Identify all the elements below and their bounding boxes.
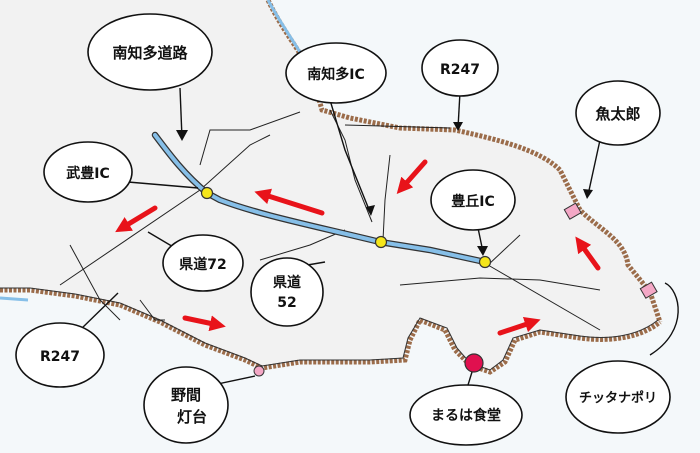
noma-lighthouse-marker[interactable] bbox=[253, 365, 265, 377]
bubble-minami-chita-ic: 南知多IC bbox=[285, 42, 387, 104]
uotaro-marker[interactable] bbox=[563, 202, 582, 220]
bubble-noma-lighthouse: 野間 灯台 bbox=[143, 366, 229, 444]
label-minami-chita-ic: 南知多IC bbox=[307, 66, 364, 83]
bubble-uotaro: 魚太郎 bbox=[575, 80, 661, 146]
bubble-r247-north: R247 bbox=[421, 39, 499, 97]
label-chitta-napoli: チッタナポリ bbox=[579, 390, 657, 406]
expressway-fill bbox=[153, 133, 487, 264]
bubble-taketoyo-ic: 武豊IC bbox=[43, 141, 133, 203]
local-roads bbox=[59, 109, 601, 331]
route-arrow-4 bbox=[497, 316, 541, 336]
label-kendo72: 県道72 bbox=[179, 256, 226, 273]
label-minami-chita-road: 南知多道路 bbox=[112, 44, 188, 62]
label-kendo52-line2: 52 bbox=[277, 295, 296, 311]
bubble-toyooka-ic: 豊丘IC bbox=[430, 169, 516, 231]
label-noma-line1: 野間 bbox=[171, 386, 201, 404]
bubble-maruha: まるは食堂 bbox=[409, 384, 523, 446]
taketoyo-ic-marker[interactable] bbox=[200, 186, 214, 200]
bubble-minami-chita-road: 南知多道路 bbox=[87, 13, 213, 91]
bubble-r247-west: R247 bbox=[15, 322, 105, 388]
label-r247-north: R247 bbox=[440, 62, 480, 78]
minami-chita-ic-marker[interactable] bbox=[374, 235, 388, 249]
label-noma-line2: 灯台 bbox=[177, 408, 207, 426]
label-maruha: まるは食堂 bbox=[431, 407, 501, 424]
route-arrow-3 bbox=[182, 315, 226, 332]
coastline-west bbox=[0, 287, 662, 375]
route-arrow-1 bbox=[254, 188, 325, 216]
label-r247-west: R247 bbox=[40, 349, 80, 365]
label-uotaro: 魚太郎 bbox=[595, 105, 640, 123]
route-arrows bbox=[115, 159, 601, 336]
chitta-napoli-marker[interactable] bbox=[639, 281, 658, 299]
shore-water-line-south bbox=[0, 296, 29, 302]
label-taketoyo-ic: 武豊IC bbox=[66, 165, 109, 182]
label-kendo52-line1: 県道 bbox=[273, 274, 301, 291]
bubble-kendo72: 県道72 bbox=[162, 234, 244, 292]
route-arrow-2 bbox=[115, 205, 158, 233]
maruha-restaurant-marker[interactable] bbox=[464, 353, 484, 373]
label-toyooka-ic: 豊丘IC bbox=[451, 193, 494, 210]
route-arrow-6 bbox=[396, 159, 428, 194]
coast-edge bbox=[0, 287, 659, 371]
toyooka-ic-marker[interactable] bbox=[478, 255, 492, 269]
bubble-kendo52: 県道 52 bbox=[250, 257, 324, 327]
bubble-chitta-napoli: チッタナポリ bbox=[565, 360, 671, 434]
leader-arrowheads bbox=[176, 122, 593, 256]
route-arrow-5 bbox=[575, 236, 601, 271]
